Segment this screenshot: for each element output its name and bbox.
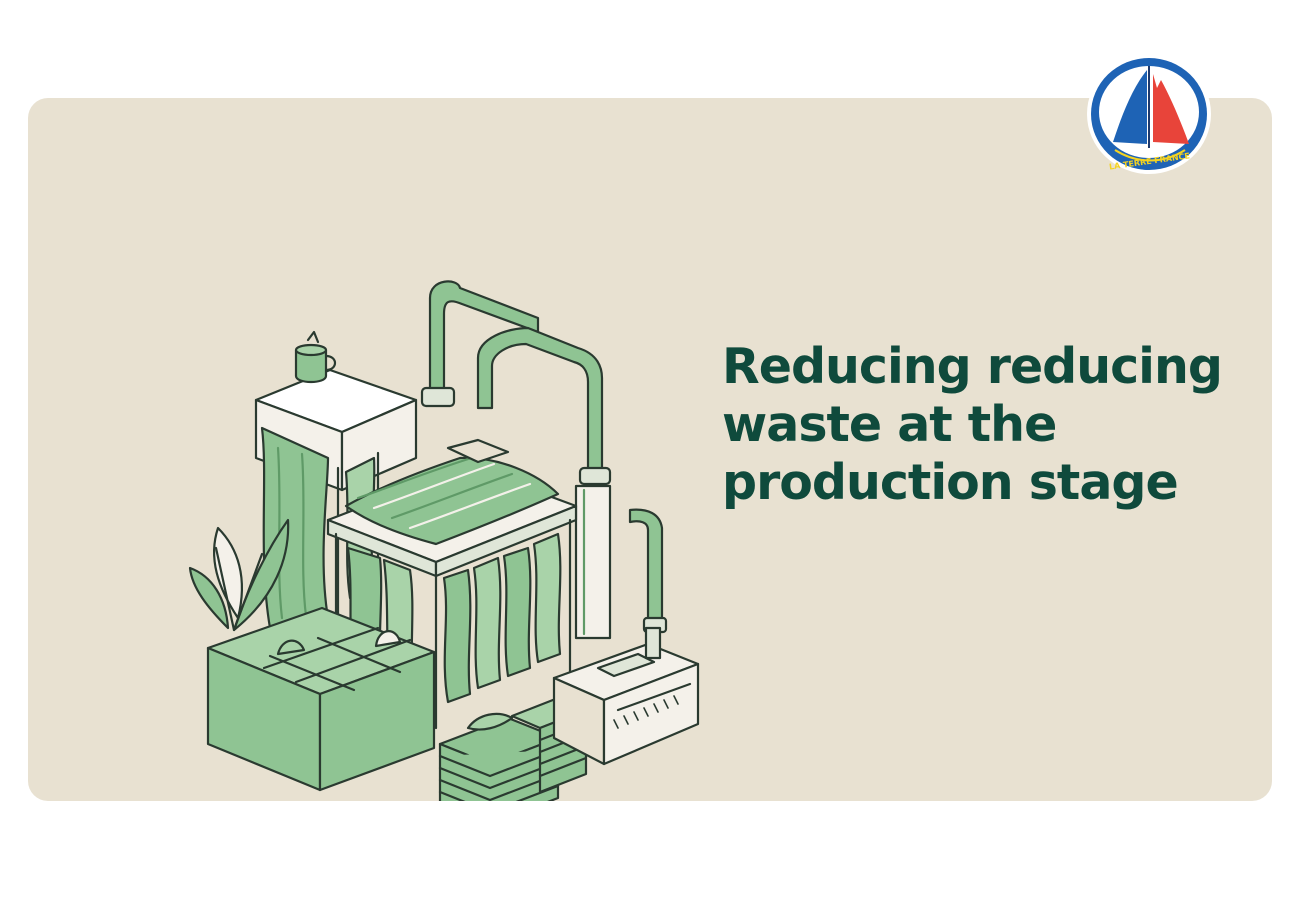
column-right [574,484,612,640]
fabric-table [326,438,578,730]
pipes [420,280,668,634]
plant [188,518,290,632]
textile-factory-illustration-icon [188,280,700,801]
kettle [294,330,337,384]
slide-headline: Reducing reducing waste at the productio… [722,338,1242,512]
sailboat-logo-icon: LA TERRE FRANCE [1087,54,1211,174]
headline-line-3: production stage [722,454,1179,511]
cutting-machine [552,626,700,766]
sorting-bin [206,606,436,792]
content-card: Reducing reducing waste at the productio… [28,98,1272,801]
headline-line-1: Reducing reducing [722,338,1223,395]
headline-line-2: waste at the [722,396,1057,453]
